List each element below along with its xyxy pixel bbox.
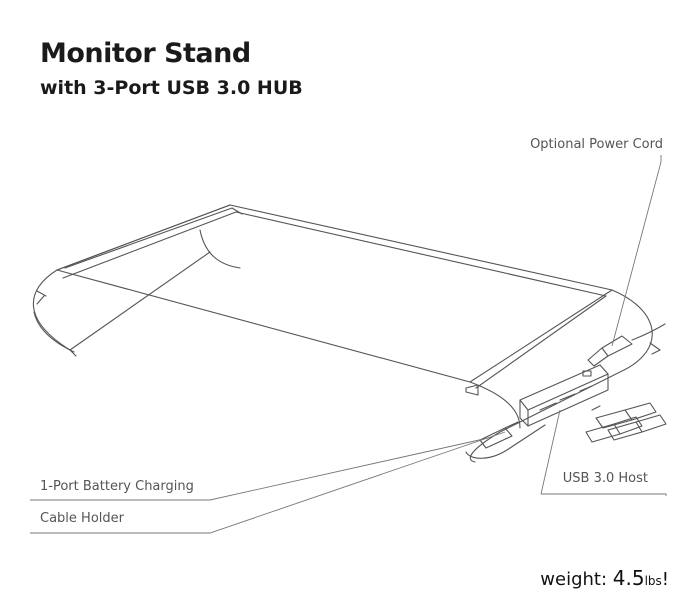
weight-suffix: ! [661,569,669,590]
leader-power-cord [611,155,662,347]
usb-host-plugs [585,402,667,443]
stand-left-leg [32,251,211,351]
weight-value: 4.5 [612,566,645,590]
leader-cable-holder [30,431,506,534]
cable-holder-clip [479,421,519,449]
weight-text: weight: 4.5lbs! [540,566,669,590]
usb-hub [519,364,609,427]
product-title: Monitor Stand [40,38,251,69]
callout-usb-host: USB 3.0 Host [562,471,648,486]
stand-right-leg [469,289,653,463]
product-subtitle: with 3-Port USB 3.0 HUB [40,77,303,99]
callout-battery-charging: 1-Port Battery Charging [40,479,194,494]
power-cord [587,323,666,367]
weight-label: weight: [540,569,613,590]
leader-usb-host [541,493,667,496]
callout-cable-holder: Cable Holder [40,511,124,526]
stand-top-surface [56,204,613,383]
leader-battery [30,437,489,501]
weight-unit: lbs [644,574,662,588]
callout-power-cord: Optional Power Cord [530,137,663,152]
